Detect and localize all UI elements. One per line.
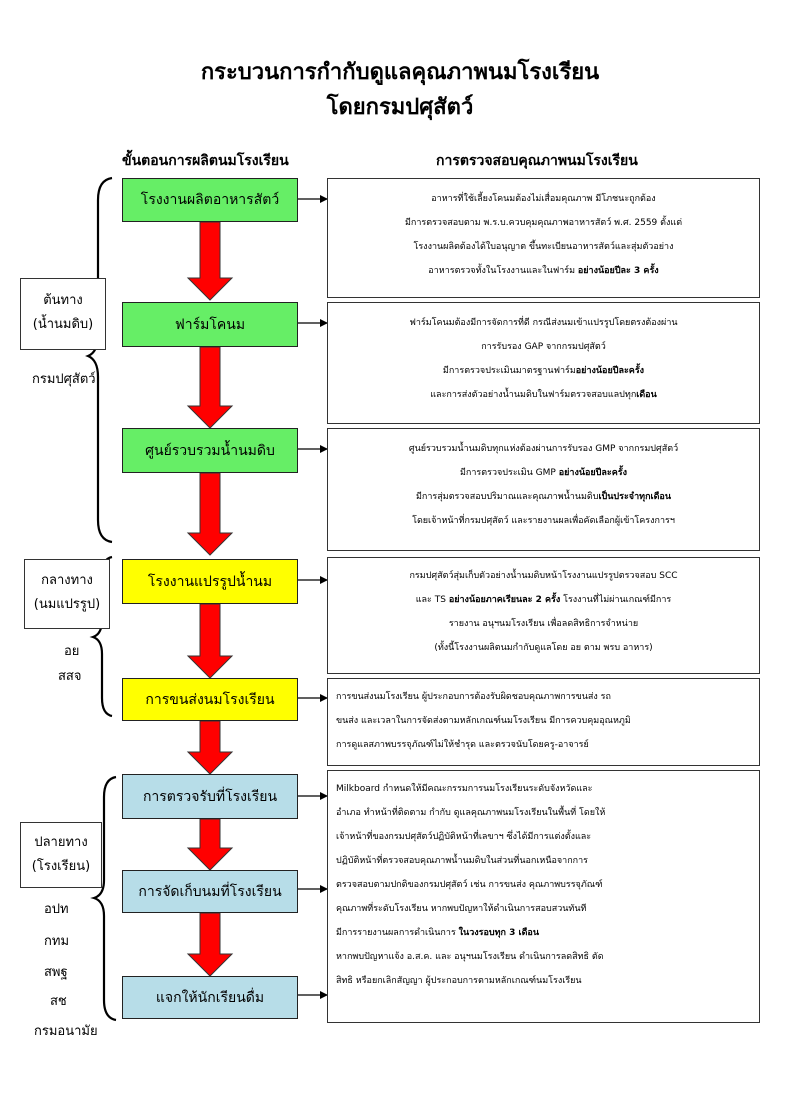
brace-upstream: [85, 176, 113, 544]
desc-line: มีการตรวจสอบตาม พ.ร.บ.ควบคุมคุณภาพอาหารส…: [404, 218, 683, 228]
desc-line: โรงงานผลิตต้องได้ใบอนุญาต ขึ้นทะเบียนอาห…: [413, 242, 674, 252]
brace-downstream: [90, 775, 117, 1022]
desc-line: อาหารที่ใช้เลี้ยงโคนมต้องไม่เสื่อมคุณภาพ…: [431, 194, 656, 204]
desc-processing-plant: กรมปศุสัตว์สุ่มเก็บตัวอย่างน้ำนมดิบหน้าโ…: [327, 557, 760, 674]
desc-line: (ทั้งนี้โรงงานผลิตนมกำกับดูแลโดย อย ตาม …: [434, 643, 653, 653]
stage-upstream-note: (น้ำนมดิบ): [32, 317, 94, 332]
agency-livestock: กรมปศุสัตว์: [32, 372, 96, 387]
desc-text: มีการรายงานผลการดำเนินการ: [336, 928, 459, 938]
stage-downstream: ปลายทาง (โรงเรียน): [20, 822, 102, 888]
page-subtitle: โดยกรมปศุสัตว์: [326, 95, 474, 120]
desc-line: มีการตรวจประเมินมาตรฐานฟาร์มอย่างน้อยปีล…: [328, 359, 759, 383]
agency-provincial-health: สสจ: [58, 669, 82, 684]
desc-text: โรงงานที่ไม่ผ่านเกณฑ์มีการ: [560, 595, 672, 605]
desc-line: ปฏิบัติหน้าที่ตรวจสอบคุณภาพน้ำนมดิบในส่ว…: [336, 856, 589, 866]
step-school-storage: การจัดเก็บนมที่โรงเรียน: [122, 870, 298, 913]
step-feed-mill: โรงงานผลิตอาหารสัตว์: [122, 178, 298, 222]
desc-text: และการส่งตัวอย่างน้ำนมดิบในฟาร์มตรวจสอบแ…: [430, 390, 637, 400]
desc-line: ฟาร์มโคนมต้องมีการจัดการที่ดี กรณีส่งนมเ…: [409, 318, 678, 328]
desc-line: โดยเจ้าหน้าที่กรมปศุสัตว์ และรายงานผลเพื…: [412, 516, 675, 526]
step-dairy-farm: ฟาร์มโคนม: [122, 302, 298, 347]
desc-line: และ TS อย่างน้อยภาคเรียนละ 2 ครั้ง โรงงา…: [328, 588, 759, 612]
desc-line: อาหารตรวจทั้งในโรงงานและในฟาร์ม อย่างน้อ…: [328, 259, 759, 283]
right-column-heading: การตรวจสอบคุณภาพนมโรงเรียน: [436, 153, 638, 169]
desc-line: มีการรายงานผลการดำเนินการ ในวงรอบทุก 3 เ…: [328, 921, 759, 945]
desc-line: การดูแลสภาพบรรจุภัณฑ์ไม่ให้ชำรุด และตรวจ…: [336, 740, 589, 750]
step-processing-plant: โรงงานแปรรูปน้ำนม: [122, 559, 298, 604]
desc-emphasis: อย่างน้อยภาคเรียนละ 2 ครั้ง: [448, 595, 561, 605]
desc-line: ขนส่ง และเวลาในการจัดส่งตามหลักเกณฑ์นมโร…: [336, 716, 631, 726]
agency-health-dept: กรมอนามัย: [34, 1024, 98, 1039]
desc-emphasis: ในวงรอบทุก 3 เดือน: [458, 928, 539, 938]
desc-line: ศูนย์รวบรวมน้ำนมดิบทุกแห่งต้องผ่านการรับ…: [408, 444, 679, 454]
flow-arrow-5: [186, 720, 234, 775]
stage-upstream: ต้นทาง (น้ำนมดิบ): [20, 278, 106, 350]
agency-fda: อย: [64, 644, 80, 659]
desc-line: หากพบปัญหาแจ้ง อ.ส.ค. และ อนุฯนมโรงเรียน…: [336, 952, 604, 962]
desc-emphasis: อย่างน้อยปีละ 3 ครั้ง: [577, 266, 659, 276]
agency-local-admin: อปท: [44, 902, 69, 917]
desc-line: ตรวจสอบตามปกติของกรมปศุสัตว์ เช่น การขนส…: [336, 880, 603, 890]
stage-downstream-name: ปลายทาง: [34, 835, 88, 850]
stage-midstream: กลางทาง (นมแปรรูป): [24, 559, 110, 629]
step-milk-collection-center: ศูนย์รวบรวมน้ำนมดิบ: [122, 428, 298, 473]
desc-text: มีการสุ่มตรวจสอบปริมาณและคุณภาพน้ำนมดิบ: [416, 492, 599, 502]
agency-bangkok: กทม: [44, 934, 70, 949]
desc-text: มีการตรวจประเมิน GMP: [460, 468, 559, 478]
stage-midstream-note: (นมแปรรูป): [33, 597, 101, 612]
flow-arrow-7: [186, 912, 234, 977]
desc-line: การรับรอง GAP จากกรมปศุสัตว์: [481, 342, 606, 352]
left-column-heading: ขั้นตอนการผลิตนมโรงเรียน: [122, 153, 289, 169]
stage-midstream-name: กลางทาง: [41, 573, 93, 588]
desc-line: กรมปศุสัตว์สุ่มเก็บตัวอย่างน้ำนมดิบหน้าโ…: [409, 571, 678, 581]
agency-opec: สช: [50, 994, 67, 1009]
desc-transport: การขนส่งนมโรงเรียน ผู้ประกอบการต้องรับผิ…: [327, 678, 760, 766]
desc-line: มีการตรวจประเมิน GMP อย่างน้อยปีละครั้ง: [328, 461, 759, 485]
desc-line: มีการสุ่มตรวจสอบปริมาณและคุณภาพน้ำนมดิบเ…: [328, 485, 759, 509]
step-transport: การขนส่งนมโรงเรียน: [122, 678, 298, 721]
desc-emphasis: เดือน: [636, 390, 657, 400]
step-school-receiving: การตรวจรับที่โรงเรียน: [122, 774, 298, 819]
flow-arrow-3: [186, 472, 234, 556]
flow-arrow-2: [186, 346, 234, 429]
desc-line: สิทธิ หรือยกเลิกสัญญา ผู้ประกอบการตามหลั…: [336, 976, 582, 986]
desc-emphasis: อย่างน้อยปีละครั้ง: [575, 366, 645, 376]
desc-emphasis: อย่างน้อยปีละครั้ง: [558, 468, 627, 478]
desc-line: Milkboard กำหนดให้มีคณะกรรมการนมโรงเรียน…: [336, 784, 593, 794]
step-distribute-students: แจกให้นักเรียนดื่ม: [122, 976, 298, 1019]
flow-arrow-6: [186, 818, 234, 871]
desc-emphasis: เป็นประจำทุกเดือน: [598, 492, 671, 502]
desc-feed-mill: อาหารที่ใช้เลี้ยงโคนมต้องไม่เสื่อมคุณภาพ…: [327, 178, 760, 298]
desc-school: Milkboard กำหนดให้มีคณะกรรมการนมโรงเรียน…: [327, 770, 760, 1023]
desc-line: การขนส่งนมโรงเรียน ผู้ประกอบการต้องรับผิ…: [336, 692, 611, 702]
agency-obec: สพฐ: [44, 965, 68, 980]
desc-text: อาหารตรวจทั้งในโรงงานและในฟาร์ม: [428, 266, 578, 276]
stage-downstream-note: (โรงเรียน): [31, 859, 91, 874]
desc-line: คุณภาพที่ระดับโรงเรียน หากพบปัญหาให้ดำเน…: [336, 904, 587, 914]
flow-arrow-1: [186, 221, 234, 301]
desc-text: มีการตรวจประเมินมาตรฐานฟาร์ม: [442, 366, 576, 376]
page-title: กระบวนการกำกับดูแลคุณภาพนมโรงเรียน: [200, 60, 600, 85]
stage-upstream-name: ต้นทาง: [43, 293, 83, 308]
desc-collection-center: ศูนย์รวบรวมน้ำนมดิบทุกแห่งต้องผ่านการรับ…: [327, 428, 760, 551]
flow-arrow-4: [186, 603, 234, 679]
desc-line: รายงาน อนุฯนมโรงเรียน เพื่อลดสิทธิการจำห…: [448, 619, 639, 629]
desc-line: และการส่งตัวอย่างน้ำนมดิบในฟาร์มตรวจสอบแ…: [328, 383, 759, 407]
desc-text: และ TS: [415, 595, 449, 605]
desc-line: อำเภอ ทำหน้าที่ติดตาม กำกับ ดูแลคุณภาพนม…: [336, 808, 606, 818]
desc-dairy-farm: ฟาร์มโคนมต้องมีการจัดการที่ดี กรณีส่งนมเ…: [327, 302, 760, 424]
desc-line: เจ้าหน้าที่ของกรมปศุสัตว์ปฏิบัติหน้าที่เ…: [336, 832, 592, 842]
